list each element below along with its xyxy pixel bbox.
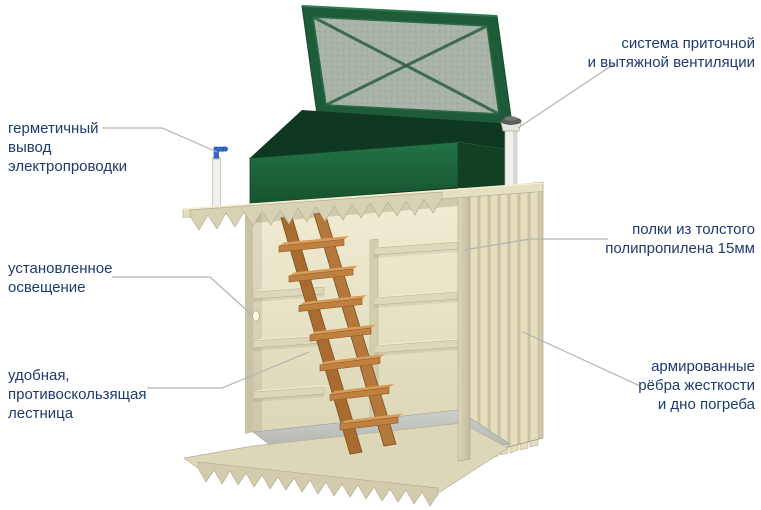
- label-ventilation-line-2: и вытяжной вентиляции: [587, 54, 755, 71]
- label-shelves-line-1: полки из толстого: [632, 221, 755, 238]
- label-ladder: удобная, противоскользящая лестница: [8, 366, 147, 423]
- wooden-ladder: [278, 212, 403, 455]
- label-shelves-line-2: полипропилена 15мм: [605, 240, 755, 257]
- ventilation-pipe: [500, 116, 522, 189]
- interior-lamp: [252, 310, 260, 322]
- label-wiring-line-3: электропроводки: [8, 158, 128, 175]
- bottom-plate: [183, 422, 509, 507]
- label-lighting-line-2: освещение: [8, 279, 86, 296]
- label-ladder-line-3: лестница: [8, 405, 74, 422]
- shelves-right: [373, 240, 464, 356]
- ribbed-side-wall: [465, 181, 544, 464]
- label-wiring: герметичный вывод электропроводки: [8, 119, 127, 176]
- label-ribs-line-3: и дно погреба: [657, 396, 755, 413]
- label-ladder-line-1: удобная,: [8, 367, 70, 384]
- label-ventilation: система приточной и вытяжной вентиляции: [588, 34, 755, 72]
- leader-lines: [102, 63, 641, 389]
- label-lighting-line-1: установленное: [8, 260, 113, 277]
- leader-lighting: [112, 276, 253, 316]
- corner-profile: [457, 191, 471, 462]
- leader-ribs: [522, 331, 641, 387]
- label-wiring-line-2: вывод: [8, 139, 52, 156]
- hatch-box: [249, 141, 512, 205]
- label-wiring-line-1: герметичный: [8, 120, 99, 137]
- leader-ladder: [147, 351, 310, 389]
- label-ventilation-line-1: система приточной: [621, 35, 755, 52]
- open-lid: [301, 5, 513, 125]
- label-ribs-line-1: армированные: [651, 358, 755, 375]
- leader-shelves: [463, 238, 608, 251]
- valve-blue: [213, 146, 225, 159]
- wiring-conduit: [212, 146, 228, 211]
- leader-ventilation: [517, 63, 615, 129]
- label-ladder-line-2: противоскользящая: [8, 386, 147, 403]
- label-lighting: установленное освещение: [8, 259, 112, 297]
- hatch-opening: [250, 110, 512, 158]
- label-ribs-line-2: рёбра жесткости: [638, 377, 755, 394]
- label-ribs: армированные рёбра жесткости и дно погре…: [638, 357, 755, 414]
- label-shelves: полки из толстого полипропилена 15мм: [605, 220, 755, 258]
- leader-wiring: [102, 127, 218, 153]
- top-plate: [182, 182, 544, 231]
